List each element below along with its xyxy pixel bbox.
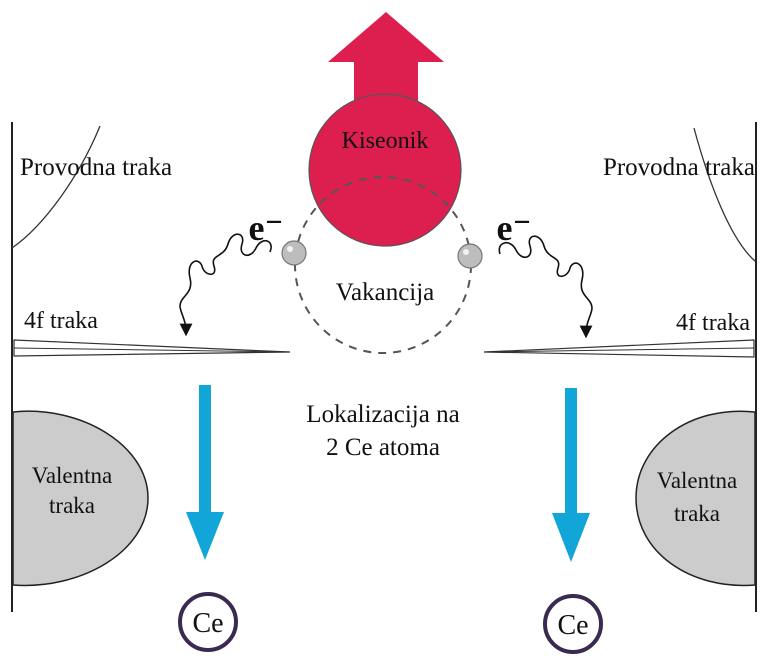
ce-label-left: Ce [192, 608, 223, 639]
band-4f-label-left: 4f traka [24, 308, 98, 334]
band-4f-line-left [13, 347, 291, 353]
localization-label-line1: Lokalizacija na [306, 401, 459, 428]
electron-right [457, 243, 483, 269]
localization-arrow-right-shaft [565, 388, 577, 516]
valence-band-label-left-line2: traka [49, 493, 95, 518]
oxygen-atom [308, 93, 462, 247]
localization-arrow-right-head [552, 513, 590, 562]
electron-left-highlight [287, 246, 293, 252]
valence-band-label-right-line2: traka [674, 501, 720, 526]
valence-band-label-left-line1: Valentna [32, 463, 112, 488]
localization-arrow-left-head [186, 512, 224, 560]
ce-atom-left [178, 592, 238, 652]
conduction-band-curve-left [11, 125, 101, 249]
band-4f-line-right [483, 347, 755, 353]
oxygen-escape-arrow [328, 12, 444, 104]
band-4f-wedge-left [13, 339, 291, 357]
oxygen-label: Kiseonik [342, 128, 429, 154]
localization-arrow-left-shaft [199, 385, 211, 515]
band-4f-label-right: 4f traka [676, 310, 750, 336]
conduction-band-label-left: Provodna traka [20, 154, 172, 181]
ce-atom-right [543, 594, 603, 654]
ce-label-right: Ce [557, 610, 588, 641]
vacancy-label: Vakancija [336, 279, 435, 306]
valence-band-shape-left [12, 410, 149, 587]
conduction-band-label-right: Provodna traka [603, 154, 755, 181]
wavy-arrow-left [179, 233, 272, 337]
conduction-band-curve-right [693, 127, 757, 263]
electron-label-right: e⁻ [497, 208, 532, 248]
localization-label-line2: 2 Ce atoma [326, 434, 440, 461]
electron-right-highlight [463, 249, 469, 255]
valence-band-label-right-line1: Valentna [657, 468, 737, 493]
electron-label-left: e⁻ [249, 208, 284, 248]
valence-band-shape-right [635, 410, 756, 587]
electron-left [281, 240, 307, 266]
wavy-arrow-right [498, 235, 593, 339]
